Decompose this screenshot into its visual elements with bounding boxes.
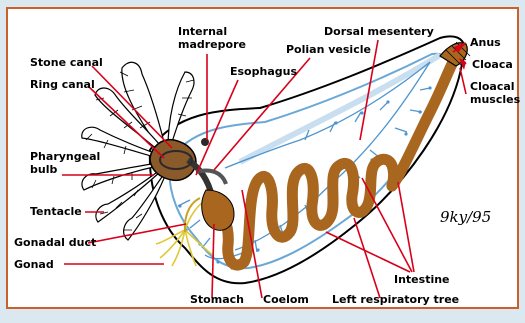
label-intestine: Intestine: [394, 273, 450, 286]
label-internal-madrepore-2: madrepore: [178, 38, 246, 51]
artist-signature: 9ky/95: [440, 208, 491, 226]
label-cloaca: Cloaca: [472, 58, 513, 71]
label-gonadal-duct: Gonadal duct: [14, 236, 96, 249]
label-gonad: Gonad: [14, 258, 54, 271]
pointer-cloacal-muscles: [460, 68, 466, 94]
label-internal-madrepore-1: Internal: [178, 25, 227, 38]
label-polian-vesicle: Polian vesicle: [286, 43, 371, 56]
label-pharyngeal-bulb-2: bulb: [30, 163, 57, 176]
pointer-intestine-1: [326, 232, 410, 272]
label-coelom: Coelom: [263, 293, 309, 306]
pointer-intestine-3: [398, 182, 414, 272]
label-stomach: Stomach: [190, 293, 244, 306]
label-anus: Anus: [470, 36, 501, 49]
pointer-left-respiratory-tree: [354, 218, 380, 298]
label-dorsal-mesentery: Dorsal mesentery: [324, 25, 434, 38]
label-tentacle: Tentacle: [30, 205, 82, 218]
label-ring-canal: Ring canal: [30, 78, 95, 91]
label-stone-canal: Stone canal: [30, 56, 103, 69]
body-wall: [150, 36, 465, 283]
label-esophagus: Esophagus: [230, 65, 297, 78]
label-left-respiratory-tree: Left respiratory tree: [332, 293, 459, 306]
label-cloacal-muscles-1: Cloacal: [470, 80, 515, 93]
label-cloacal-muscles-2: muscles: [470, 93, 521, 106]
label-pharyngeal-bulb-1: Pharyngeal: [30, 150, 100, 163]
